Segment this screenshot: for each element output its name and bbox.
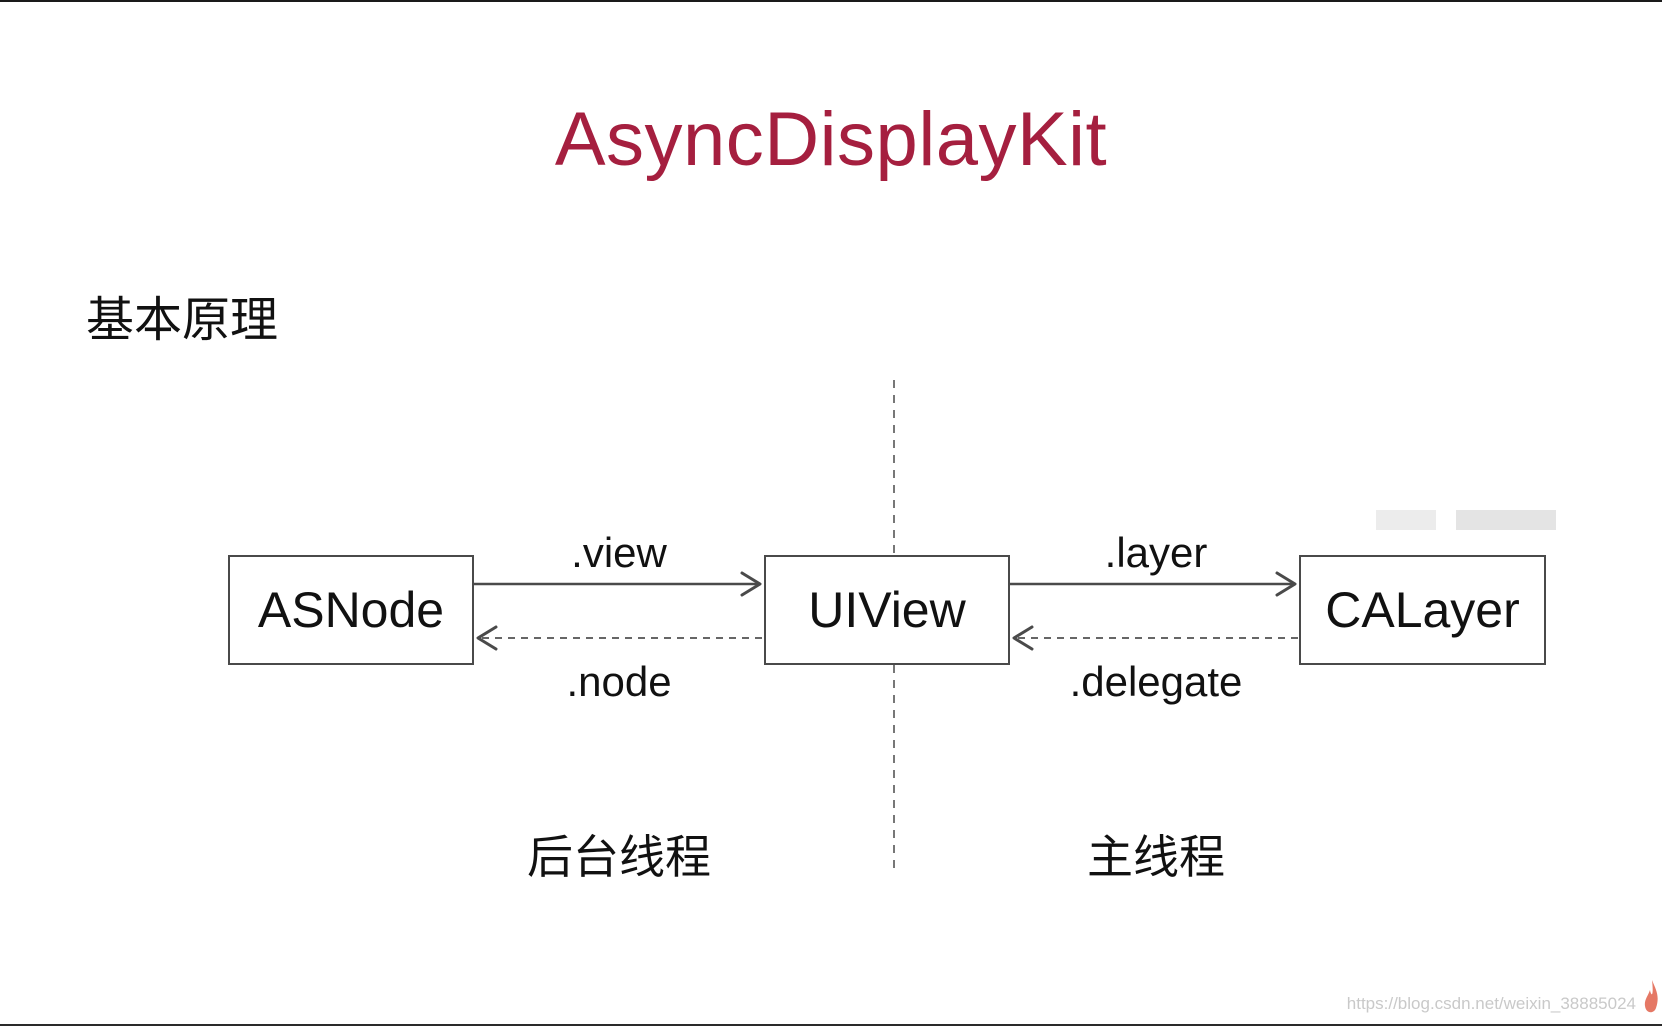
uiview-box: UIView <box>764 555 1010 665</box>
edge-label-layer: .layer <box>1104 529 1208 576</box>
arrow-layer <box>1010 571 1297 597</box>
background-thread-label: 后台线程 <box>527 830 711 884</box>
edge-label-delegate: .delegate <box>1069 658 1243 705</box>
flame-icon <box>1644 980 1658 1013</box>
redacted-mark <box>1376 510 1436 530</box>
asnode-label: ASNode <box>257 582 445 638</box>
uiview-label: UIView <box>808 582 966 638</box>
bottom-border <box>0 1024 1662 1026</box>
main-thread-label: 主线程 <box>1087 830 1225 884</box>
arrow-node <box>476 625 762 651</box>
top-border <box>0 0 1662 2</box>
asnode-box: ASNode <box>228 555 474 665</box>
section-heading: 基本原理 <box>86 292 279 348</box>
watermark-url: https://blog.csdn.net/weixin_38885024 <box>1346 994 1636 1013</box>
edge-label-node: .node <box>566 658 672 705</box>
edge-label-view: .view <box>571 529 667 576</box>
arrow-delegate <box>1012 625 1298 651</box>
arrow-view <box>474 571 762 597</box>
calayer-box: CALayer <box>1299 555 1546 665</box>
redacted-mark <box>1456 510 1556 530</box>
slide-title: AsyncDisplayKit <box>554 97 1108 182</box>
calayer-label: CALayer <box>1325 582 1520 638</box>
